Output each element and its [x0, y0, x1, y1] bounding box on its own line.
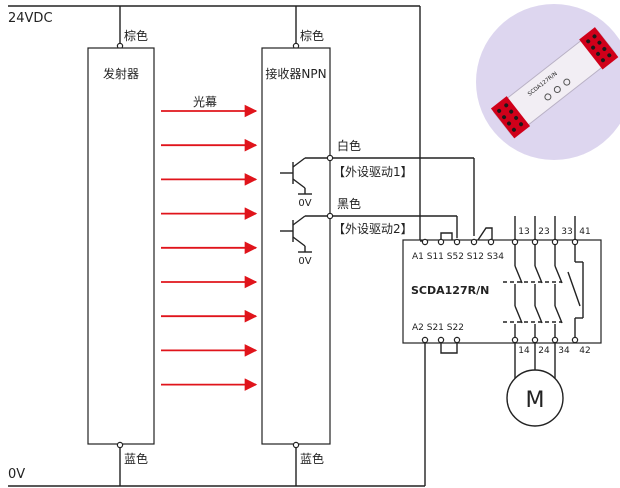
contact-33: 33 — [561, 227, 572, 237]
rail-24vdc-label: 24VDC — [8, 11, 53, 26]
relay-bottom-terminals: A2 S21 S22 — [412, 323, 464, 333]
receiver: 棕色 接收器NPN 蓝色 — [261, 6, 331, 486]
receiver-body — [261, 47, 331, 445]
rail-0v-label: 0V — [8, 467, 25, 482]
output-1-wire-label: 白色 — [337, 138, 361, 153]
relay-top-terminals: A1 S11 S52 S12 S34 — [412, 252, 504, 262]
emitter-body — [87, 47, 155, 445]
emitter-title: 发射器 — [103, 66, 139, 81]
output-2-note: 【外设驱动2】 — [333, 222, 413, 236]
contact-24: 24 — [538, 346, 550, 356]
light-beams — [161, 104, 258, 391]
relay-contacts — [503, 245, 584, 337]
emitter: 棕色 发射器 蓝色 — [87, 6, 155, 486]
receiver-top-wire-label: 棕色 — [300, 28, 324, 43]
contact-13: 13 — [518, 227, 529, 237]
receiver-title: 接收器NPN — [265, 66, 326, 81]
output-1-note: 【外设驱动1】 — [333, 165, 413, 179]
receiver-bottom-wire-label: 蓝色 — [300, 452, 324, 466]
product-photo: SCDA127R/N — [476, 4, 620, 160]
contact-23: 23 — [538, 227, 549, 237]
emitter-top-wire-label: 棕色 — [124, 28, 148, 43]
motor-label: M — [526, 388, 545, 413]
output-2-ground: 0V — [298, 256, 311, 267]
contact-14: 14 — [518, 346, 530, 356]
npn-output-2: 0V 黑色 【外设驱动2】 — [280, 197, 458, 267]
output-1-ground: 0V — [298, 198, 311, 209]
relay-body — [402, 239, 602, 344]
relay-model: SCDA127R/N — [411, 284, 489, 297]
emitter-bottom-wire-label: 蓝色 — [124, 452, 148, 466]
npn-output-1: 0V 白色 【外设驱动1】 — [280, 138, 475, 236]
beam-label: 光幕 — [193, 95, 217, 109]
safety-relay: A1 S11 S52 S12 S34 SCDA127R/N A2 S21 S22… — [402, 216, 602, 379]
motor-circle — [506, 369, 564, 427]
contact-41: 41 — [579, 227, 590, 237]
output-2-wire-label: 黑色 — [337, 197, 361, 211]
motor: M — [506, 369, 564, 427]
contact-34: 34 — [558, 346, 570, 356]
contact-42: 42 — [579, 346, 590, 356]
